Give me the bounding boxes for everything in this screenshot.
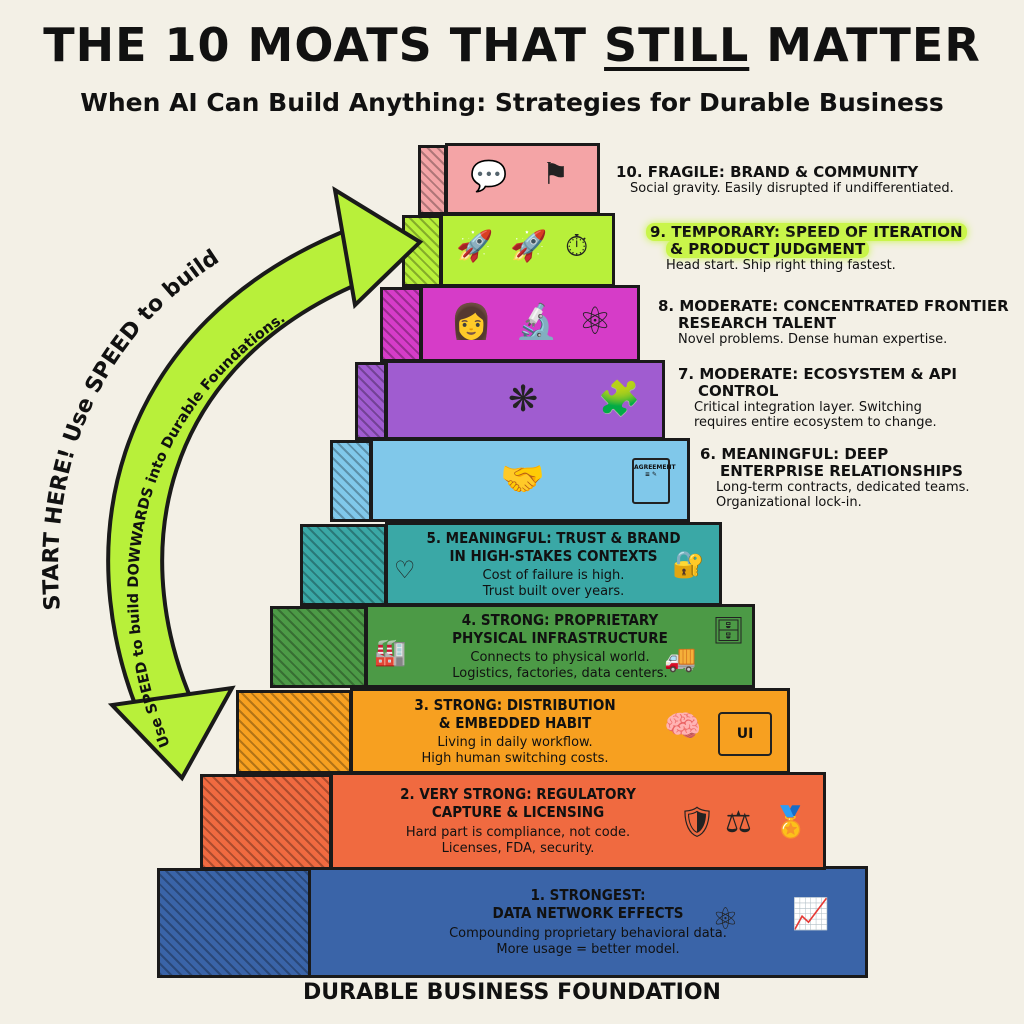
moat-2-desc2: Licenses, FDA, security.: [441, 841, 595, 856]
moat-3-desc: Living in daily workflow.: [437, 734, 593, 750]
ui-window-icon: UI: [718, 712, 772, 756]
moat-6-desc2: Organizational lock-in.: [716, 495, 862, 510]
moat-8-label: 8. MODERATE: CONCENTRATED FRONTIER RESEA…: [658, 297, 1009, 348]
moat-5-desc2: Trust built over years.: [482, 583, 625, 599]
moat-6-heading: 6. MEANINGFUL: DEEP: [700, 445, 889, 463]
truck-icon: 🚚: [664, 644, 697, 674]
arrow-head-bottom: [107, 685, 236, 782]
title-emphasis: STILL: [604, 18, 750, 72]
stopwatch-icon: ⏱: [565, 229, 589, 264]
moat-4-heading: 4. STRONG: PROPRIETARY: [461, 610, 659, 629]
title-text-end: MATTER: [749, 18, 981, 72]
moat-9-heading: 9. TEMPORARY: SPEED OF ITERATION: [646, 223, 967, 241]
moat-10-desc: Social gravity. Easily disrupted if undi…: [630, 181, 954, 196]
moat-10-heading: 10. FRAGILE: BRAND & COMMUNITY: [616, 163, 919, 181]
brain-gears-icon: 🧠: [664, 709, 702, 744]
rocket-icon-2: 🚀: [510, 229, 548, 264]
moat-1-desc: Compounding proprietary behavioral data.: [449, 926, 727, 941]
contract-icon-text: AGREEMENT: [634, 464, 676, 471]
moat-6-heading2: ENTERPRISE RELATIONSHIPS: [720, 462, 963, 480]
block-2-side: [200, 774, 332, 870]
moat-7-desc2: requires entire ecosystem to change.: [694, 415, 937, 430]
moat-2-heading: 2. VERY STRONG: REGULATORY: [400, 785, 636, 803]
contract-icon: AGREEMENT≡ ✎: [632, 458, 676, 504]
block-1-side: [157, 868, 313, 978]
heart-pulse-icon: ♡: [394, 556, 416, 584]
moat-9-desc: Head start. Ship right thing fastest.: [666, 258, 896, 273]
puzzle-icon: 🧩: [598, 379, 641, 419]
handshake-icon: 🤝: [500, 459, 545, 500]
researcher-icon: 👩: [450, 302, 493, 342]
moat-5-desc: Cost of failure is high.: [482, 567, 625, 583]
block-3: 3. STRONG: DISTRIBUTION & EMBEDDED HABIT…: [350, 688, 790, 774]
warehouse-icon: 🏭: [374, 638, 407, 668]
block-4-side: [270, 606, 367, 688]
moat-3-heading: 3. STRONG: DISTRIBUTION: [414, 695, 616, 714]
title-text: THE 10 MOATS THAT: [43, 18, 605, 72]
moat-1-heading: 1. STRONGEST:: [530, 886, 646, 904]
moat-7-label: 7. MODERATE: ECOSYSTEM & API CONTROL Cri…: [678, 365, 958, 431]
block-10-side: [418, 145, 447, 215]
growth-chart-icon: 📈: [792, 897, 830, 932]
moat-8-heading: 8. MODERATE: CONCENTRATED FRONTIER: [658, 297, 1009, 315]
moat-4-desc2: Logistics, factories, data centers.: [452, 665, 668, 681]
moat-5-heading2: IN HIGH-STAKES CONTEXTS: [449, 546, 658, 565]
moat-6-label: 6. MEANINGFUL: DEEP ENTERPRISE RELATIONS…: [700, 445, 970, 511]
moat-2-heading2: CAPTURE & LICENSING: [431, 803, 605, 821]
moat-1-desc2: More usage = better model.: [496, 942, 680, 957]
microscope-icon: 🔬: [515, 302, 558, 342]
moat-6-desc: Long-term contracts, dedicated teams.: [716, 480, 970, 495]
block-6-side: [330, 440, 372, 522]
moat-4-desc: Connects to physical world.: [470, 649, 650, 665]
moat-7-heading2: CONTROL: [698, 382, 779, 400]
block-10: [445, 143, 600, 215]
hub-network-icon: ❋: [508, 379, 539, 420]
flag-icon: ⚑: [542, 157, 569, 192]
moat-9-label: 9. TEMPORARY: SPEED OF ITERATION & PRODU…: [646, 223, 967, 273]
moat-3-desc2: High human switching costs.: [421, 750, 609, 766]
arrow-body: [110, 226, 379, 747]
block-1: 1. STRONGEST: DATA NETWORK EFFECTS Compo…: [308, 866, 868, 978]
block-5-side: [300, 524, 387, 606]
gavel-icon: ⚖: [725, 805, 752, 840]
moat-1-heading2: DATA NETWORK EFFECTS: [492, 904, 684, 922]
award-badge-icon: 🏅: [772, 805, 810, 840]
rocket-icon: 🚀: [456, 229, 494, 264]
moat-8-desc: Novel problems. Dense human expertise.: [678, 332, 948, 347]
server-icon: 🗄: [712, 616, 746, 646]
ui-icon-text: UI: [736, 726, 754, 742]
moat-8-heading2: RESEARCH TALENT: [678, 314, 837, 332]
block-5: 5. MEANINGFUL: TRUST & BRAND IN HIGH-STA…: [385, 522, 722, 606]
atom-icon: ⚛: [578, 299, 613, 343]
page-title: THE 10 MOATS THAT STILL MATTER: [0, 18, 1024, 72]
block-8-side: [380, 287, 422, 362]
moat-7-desc: Critical integration layer. Switching: [694, 400, 922, 415]
arrow-head-top: [332, 185, 424, 310]
block-4: 4. STRONG: PROPRIETARY PHYSICAL INFRASTR…: [365, 604, 755, 688]
moat-2-desc: Hard part is compliance, not code.: [405, 825, 631, 840]
moat-7-heading: 7. MODERATE: ECOSYSTEM & API: [678, 365, 958, 383]
moat-10-label: 10. FRAGILE: BRAND & COMMUNITY Social gr…: [616, 163, 954, 197]
moat-3-heading2: & EMBEDDED HABIT: [438, 713, 592, 732]
moat-4-heading2: PHYSICAL INFRASTRUCTURE: [452, 628, 668, 647]
subtitle: When AI Can Build Anything: Strategies f…: [80, 88, 944, 117]
shield-check-icon: 🛡: [678, 805, 717, 840]
chat-heart-icon: 💬: [470, 159, 508, 194]
safe-icon: 🔐: [672, 550, 705, 580]
moat-5-heading: 5. MEANINGFUL: TRUST & BRAND: [426, 528, 681, 547]
block-9: [440, 213, 615, 287]
network-icon: ⚛: [712, 902, 739, 937]
footer-label: DURABLE BUSINESS FOUNDATION: [303, 980, 721, 1005]
moat-9-heading2: & PRODUCT JUDGMENT: [666, 240, 870, 258]
